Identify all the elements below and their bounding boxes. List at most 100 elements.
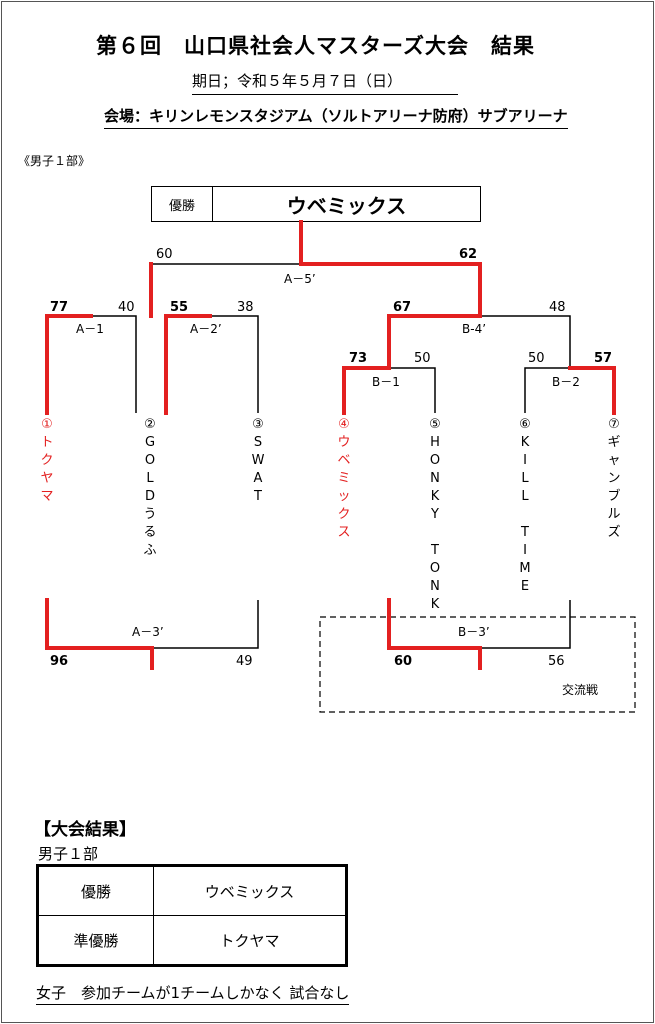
team-3: ③ S W A T — [248, 416, 268, 506]
team-6-number: ⑥ — [519, 417, 531, 432]
results-team: トクヤマ — [153, 915, 347, 966]
team-7-char: ブ — [607, 489, 621, 504]
a1-line-winner — [45, 314, 93, 415]
team-7-char: ギ — [607, 435, 621, 450]
team-6-space — [515, 506, 535, 524]
team-4-char: ク — [337, 507, 351, 522]
b1-score-left: 73 — [349, 351, 367, 366]
b2-line-winner — [568, 366, 616, 415]
team-3-number: ③ — [252, 417, 264, 432]
b4-score-left: 67 — [393, 300, 411, 315]
team-5-char: O — [429, 561, 441, 576]
b4-score-right: 48 — [549, 300, 566, 315]
team-6-char: T — [521, 525, 529, 540]
team-5-char: T — [431, 543, 439, 558]
b2-match-label: B－2 — [552, 375, 580, 389]
event-date: 期日；令和５年５月７日（日） — [192, 70, 459, 95]
team-3-char: W — [251, 453, 265, 468]
team-1: ① ト ク ヤ マ — [37, 416, 57, 506]
team-5-char: N — [430, 579, 440, 594]
champion-box: 優勝 ウベミックス — [151, 186, 481, 222]
team-4-number: ④ — [338, 417, 350, 432]
team-5-char: H — [430, 435, 440, 450]
team-1-char: ク — [40, 453, 54, 468]
b2-score-left: 50 — [528, 351, 545, 366]
results-place: 準優勝 — [37, 915, 154, 966]
team-4-char: ベ — [337, 453, 351, 468]
b1-match-label: B－1 — [372, 375, 400, 389]
team-2-char: ふ — [143, 543, 157, 558]
b3-score-left: 60 — [394, 654, 412, 669]
team-5-space — [425, 524, 445, 542]
team-5-char: N — [430, 471, 440, 486]
team-6-char: I — [523, 543, 527, 558]
champion-name: ウベミックス — [286, 193, 407, 218]
team-4: ④ ウ ベ ミ ッ ク ス — [334, 416, 354, 542]
team-2-char: O — [144, 453, 156, 468]
champion-label: 優勝 — [152, 187, 213, 221]
team-4-char: ス — [337, 525, 351, 540]
b3-match-label: B－3’ — [458, 625, 490, 639]
team-6-char: L — [521, 489, 529, 504]
b1-score-right: 50 — [414, 351, 431, 366]
a5-line-winner — [299, 220, 482, 318]
team-2-char: D — [144, 489, 155, 504]
team-7-number: ⑦ — [608, 417, 620, 432]
team-5-char: K — [430, 597, 440, 612]
results-division: 男子１部 — [38, 845, 99, 863]
team-4-char: ミ — [337, 471, 351, 486]
team-4-char: ッ — [337, 489, 351, 504]
a3-match-label: A－3’ — [132, 625, 164, 639]
team-7-char: ャ — [607, 453, 621, 468]
team-1-char: マ — [40, 489, 54, 504]
team-3-char: S — [253, 435, 263, 450]
a2-score-right: 38 — [237, 300, 254, 315]
page-title: 第６回 山口県社会人マスターズ大会 結果 — [96, 34, 535, 58]
team-5-number: ⑤ — [429, 417, 441, 432]
team-7-char: ズ — [607, 525, 621, 540]
a1-line-right — [91, 315, 137, 413]
team-6-char: E — [520, 579, 530, 594]
a2-match-label: A－2’ — [190, 322, 222, 336]
division-label: 《男子１部》 — [18, 154, 91, 168]
team-7: ⑦ ギ ャ ン ブ ル ズ — [604, 416, 624, 542]
a1-score-right: 40 — [118, 300, 135, 315]
team-2-char: G — [144, 435, 156, 450]
team-2-char: る — [143, 525, 157, 540]
b4-match-label: B-4’ — [462, 322, 486, 336]
a3-score-left: 96 — [50, 654, 68, 669]
team-1-char: ヤ — [40, 471, 54, 486]
team-6-char: M — [519, 561, 531, 576]
a3-line-winner — [45, 598, 154, 670]
b2-score-right: 57 — [594, 351, 612, 366]
team-5-char: Y — [431, 507, 439, 522]
a2-line-winner — [164, 314, 212, 415]
a5-match-label: A－5’ — [284, 272, 316, 286]
table-row: 優勝 ウベミックス — [37, 865, 347, 916]
team-5-char: O — [429, 453, 441, 468]
b3-score-right: 56 — [548, 654, 565, 669]
team-3-char: T — [254, 489, 262, 504]
exchange-label: 交流戦 — [562, 682, 598, 697]
results-team: ウベミックス — [153, 865, 347, 916]
team-6-char: L — [521, 471, 529, 486]
team-5-char: K — [430, 489, 440, 504]
a5-score-right: 62 — [459, 247, 477, 262]
results-place: 優勝 — [37, 865, 154, 916]
team-3-char: A — [253, 471, 263, 486]
team-6: ⑥ K I L L T I M E — [515, 416, 535, 596]
table-row: 準優勝 トクヤマ — [37, 915, 347, 966]
a1-score-left: 77 — [50, 300, 68, 315]
a3-score-right: 49 — [236, 654, 253, 669]
b1-line-winner — [342, 314, 391, 415]
team-1-number: ① — [41, 417, 53, 432]
event-venue: 会場：キリンレモンスタジアム（ソルトアリーナ防府）サブアリーナ — [104, 105, 568, 129]
team-7-char: ン — [607, 471, 621, 486]
team-2: ② G O L D う る ふ — [140, 416, 160, 560]
team-2-number: ② — [144, 417, 156, 432]
a2-line-right — [210, 315, 259, 413]
b3-line-winner — [387, 598, 482, 670]
a2-score-left: 55 — [170, 300, 188, 315]
